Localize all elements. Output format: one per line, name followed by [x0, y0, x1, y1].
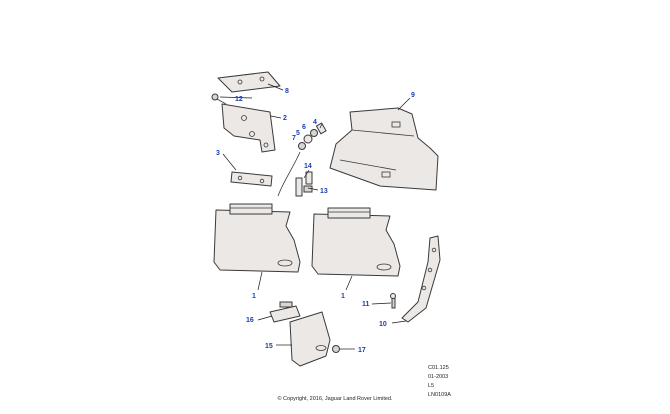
- callout-1-right[interactable]: 1: [341, 293, 345, 300]
- copyright-notice: © Copyright, 2016, Jaguar Land Rover Lim…: [277, 396, 393, 402]
- part-nut[interactable]: [332, 345, 340, 353]
- callout-14[interactable]: 14: [304, 163, 312, 170]
- part-clip-assembly[interactable]: [295, 171, 313, 197]
- part-mounting-plate[interactable]: [269, 301, 301, 323]
- part-bolt[interactable]: [390, 293, 396, 309]
- callout-11[interactable]: 11: [362, 301, 370, 308]
- callout-12[interactable]: 12: [235, 96, 243, 103]
- callout-10[interactable]: 10: [379, 321, 387, 328]
- callout-7[interactable]: 7: [292, 135, 296, 142]
- part-screw[interactable]: [211, 93, 227, 105]
- reference-model: L5: [428, 383, 435, 389]
- part-side-bracket[interactable]: [401, 235, 441, 323]
- part-small-flap[interactable]: [289, 311, 331, 367]
- callout-6[interactable]: 6: [302, 124, 306, 131]
- callout-4[interactable]: 4: [313, 119, 317, 126]
- part-fastener-stack[interactable]: [298, 122, 327, 150]
- part-stay-rod: [277, 151, 301, 197]
- part-upper-bracket[interactable]: [221, 103, 276, 153]
- part-mudflap-left[interactable]: [213, 203, 301, 273]
- part-large-flap[interactable]: [329, 107, 439, 191]
- reference-code: C01.125: [428, 365, 449, 371]
- callout-2[interactable]: 2: [283, 115, 287, 122]
- callout-5[interactable]: 5: [296, 130, 300, 137]
- callout-8[interactable]: 8: [285, 88, 289, 95]
- part-bracket-plate[interactable]: [217, 71, 281, 93]
- callout-16[interactable]: 16: [246, 317, 254, 324]
- callout-15[interactable]: 15: [265, 343, 273, 350]
- callout-3[interactable]: 3: [216, 150, 220, 157]
- part-strip-bracket[interactable]: [230, 171, 273, 187]
- callout-13[interactable]: 13: [320, 188, 328, 195]
- reference-drawing-id: LN0109A: [428, 392, 451, 398]
- reference-block: C01.125 01-2003 L5 LN0109A: [428, 364, 451, 400]
- callout-9[interactable]: 9: [411, 92, 415, 99]
- leader-lines: [219, 83, 411, 350]
- callout-1-left[interactable]: 1: [252, 293, 256, 300]
- callout-17[interactable]: 17: [358, 347, 366, 354]
- reference-date: 01-2003: [428, 374, 449, 380]
- part-mudflap-right[interactable]: [311, 207, 401, 277]
